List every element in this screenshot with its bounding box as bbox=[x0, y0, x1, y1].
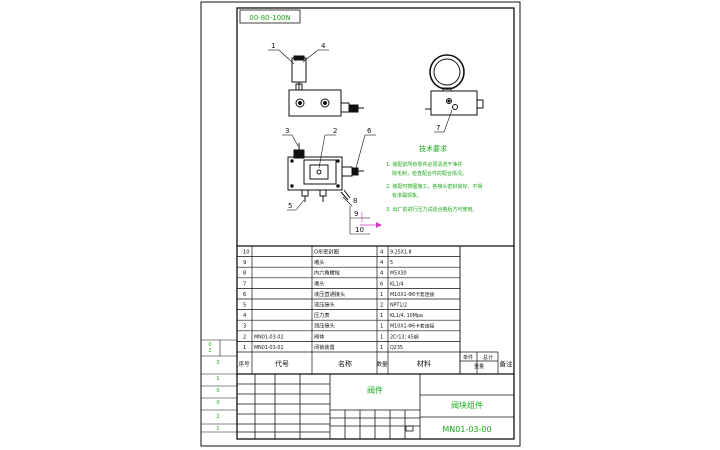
balloon-7: 7 bbox=[436, 124, 440, 132]
drawing-code-box: 00-80-100N bbox=[239, 9, 301, 24]
bom-row-code: MN01-03-02 bbox=[254, 334, 284, 340]
bom-row-name: 内六角螺栓 bbox=[314, 269, 341, 277]
section-arrow-mark bbox=[360, 212, 382, 228]
bom-row-no: 5 bbox=[243, 303, 246, 309]
tech-line-1: 1. 装配前所有零件必须清洗干净并 bbox=[386, 161, 462, 168]
bom-row-qty: 1 bbox=[380, 292, 383, 298]
bom-row-qty: 4 bbox=[380, 250, 384, 256]
bom-header-unit-weight: 单件 bbox=[463, 354, 473, 361]
balloon-9-10-boxes bbox=[349, 206, 370, 235]
bom-row-no: 1 bbox=[243, 345, 246, 351]
left-margin-mark: 0 bbox=[216, 388, 219, 394]
tech-line-2: 除毛刺，检查配合件的配合情况。 bbox=[392, 170, 467, 177]
bom-row-material: NPT1/2 bbox=[390, 303, 407, 309]
bom-row-name: 测压接头 bbox=[314, 322, 335, 330]
tech-line-5: 3. 出厂前进行压力试验合格后方可使用。 bbox=[386, 206, 477, 213]
left-margin-mark: 2 bbox=[208, 348, 211, 354]
balloon-5: 5 bbox=[288, 202, 292, 210]
title-block-text: 阀件 阀块组件 MN01-03-00 bbox=[367, 385, 492, 434]
bom-row-qty: 6 bbox=[380, 281, 383, 287]
bom-header-no: 序号 bbox=[238, 360, 250, 368]
balloon-3: 3 bbox=[285, 127, 289, 135]
front-view bbox=[288, 55, 364, 117]
bom-row-name: 堵头 bbox=[314, 279, 324, 287]
bom-row-name: 堵头 bbox=[314, 258, 324, 266]
bom-row-material: M5X30 bbox=[390, 271, 407, 277]
bom-row-qty: 1 bbox=[380, 334, 383, 340]
balloon-labels: 1 4 3 2 6 5 7 8 9 10 bbox=[271, 42, 440, 234]
bom-header-total-weight: 总计 bbox=[483, 354, 493, 361]
bom-row-qty: 4 bbox=[380, 260, 384, 266]
bom-header-weight: 重量 bbox=[474, 363, 484, 370]
bom-row-qty: 1 bbox=[380, 324, 383, 330]
bom-row-no: 10 bbox=[243, 250, 250, 256]
tech-line-4: 有渗漏现象。 bbox=[392, 192, 422, 199]
bom-header-code: 代号 bbox=[275, 359, 289, 368]
drawing-number: MN01-03-00 bbox=[442, 425, 491, 434]
tech-title: 技术要求 bbox=[419, 144, 447, 153]
bom-row-material: 2Cr13; 45钢 bbox=[390, 333, 419, 340]
bom-row-no: 4 bbox=[243, 313, 247, 319]
bom-row-name: 阀体 bbox=[314, 332, 325, 340]
left-margin-mark: 0 bbox=[216, 400, 219, 406]
side-view bbox=[425, 54, 484, 116]
balloon-10: 10 bbox=[355, 226, 364, 234]
bom-row-material: 5 bbox=[390, 260, 393, 266]
top-view bbox=[287, 143, 364, 202]
bom-row-material: KL1/4 bbox=[390, 281, 404, 287]
bom-row-qty: 2 bbox=[380, 303, 383, 309]
bom-row-name: O形密封圈 bbox=[314, 248, 339, 256]
balloon-9: 9 bbox=[354, 210, 358, 218]
technical-requirements: 技术要求 1. 装配前所有零件必须清洗干净并 除毛刺，检查配合件的配合情况。 2… bbox=[386, 144, 482, 213]
left-margin-mark: 1 bbox=[216, 376, 219, 382]
bom-row-qty: 1 bbox=[380, 313, 383, 319]
tech-line-3: 2. 装配时按图施工，各接头密封良好，不得 bbox=[386, 183, 482, 190]
bom-row-no: 6 bbox=[243, 292, 246, 298]
title-block bbox=[237, 373, 514, 439]
bom-row-material: M10X1-Φ6卡套连接 bbox=[390, 323, 435, 330]
bom-row-name: 闭锁装置 bbox=[314, 343, 335, 351]
balloon-8: 8 bbox=[353, 197, 357, 205]
bom-row-no: 7 bbox=[243, 281, 246, 287]
balloon-2: 2 bbox=[333, 127, 337, 135]
bom-row-code: MN01-03-01 bbox=[254, 345, 284, 351]
left-margin-mark: 3 bbox=[216, 360, 219, 366]
balloon-1: 1 bbox=[271, 42, 275, 50]
bom-header-qty: 数量 bbox=[376, 360, 388, 368]
bom-header-material: 材料 bbox=[417, 359, 431, 368]
bom-row-no: 3 bbox=[243, 324, 246, 330]
inner-frame bbox=[236, 7, 515, 440]
bom-row-name: 压力表 bbox=[314, 311, 330, 319]
part-name: 阀件 bbox=[367, 385, 383, 395]
balloon-4: 4 bbox=[321, 42, 326, 50]
bom-row-name: 液压接头 bbox=[314, 301, 335, 309]
outer-frame bbox=[200, 1, 521, 447]
bom-row-material: 9.25X1.8 bbox=[390, 250, 412, 256]
left-margin-grid bbox=[201, 339, 237, 433]
drawing-code-text: 00-80-100N bbox=[249, 14, 290, 22]
balloon-6: 6 bbox=[367, 127, 372, 135]
bom-row-no: 8 bbox=[243, 271, 246, 277]
bom-row-name: 液压直通接头 bbox=[314, 290, 345, 298]
leader-lines bbox=[268, 49, 453, 211]
bom-row-no: 2 bbox=[243, 334, 246, 340]
left-margin-mark: 2 bbox=[216, 414, 219, 420]
assembly-name: 阀块组件 bbox=[451, 400, 483, 410]
bom-header-name: 名称 bbox=[338, 359, 352, 368]
left-margin-mark: 0 bbox=[208, 342, 211, 348]
bom-row-material: KL1/4, 10Mpa bbox=[390, 313, 423, 319]
bom-row-qty: 4 bbox=[380, 271, 384, 277]
bom-row-material: Q235 bbox=[390, 345, 403, 351]
bom-row-no: 9 bbox=[243, 260, 246, 266]
bom-row-material: M10X1-Φ6卡套连接 bbox=[390, 291, 435, 298]
left-margin-mark: 1 bbox=[216, 426, 219, 432]
bom-row-qty: 1 bbox=[380, 345, 383, 351]
bom-header-remark: 备注 bbox=[500, 359, 514, 368]
